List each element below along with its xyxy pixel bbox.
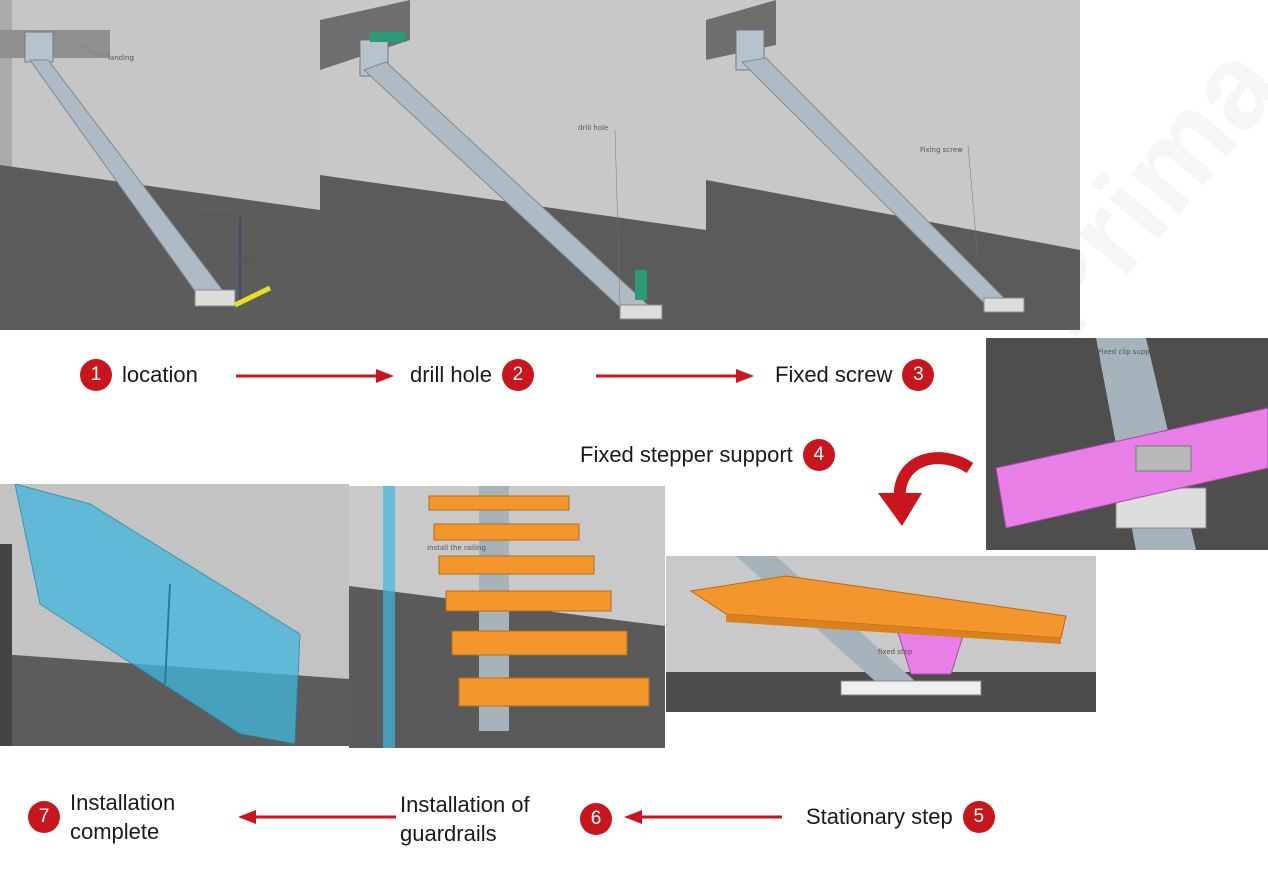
step-label: Stationary step <box>806 804 953 829</box>
annotation-landing: landing <box>108 54 134 62</box>
panel-stepper-support: Fixed clip support <box>986 338 1268 550</box>
arrow-right-icon <box>236 369 394 383</box>
panel-location: landing positioning 510mm <box>0 0 320 330</box>
annotation-install-railing: Install the railing <box>427 544 486 552</box>
drill-icon <box>370 32 406 42</box>
step-number: 3 <box>902 359 935 391</box>
panel-stationary-step: fixed step <box>666 556 1096 712</box>
step-number: 7 <box>28 801 60 833</box>
step-1: 1 location <box>80 359 198 391</box>
step-label: drill hole <box>410 362 492 387</box>
step-number: 4 <box>802 439 835 471</box>
panel-drill-hole: drill hole <box>320 0 706 330</box>
step-2: drill hole 2 <box>410 359 534 391</box>
step-4: Fixed stepper support 4 <box>580 439 835 471</box>
step-label: Installation complete <box>70 790 176 844</box>
step-number: 1 <box>80 359 112 391</box>
step-label: location <box>122 362 198 387</box>
annotation-drill-hole: drill hole <box>578 124 608 132</box>
step-number: 2 <box>501 359 534 391</box>
step-label: Installation of guardrails <box>400 792 530 846</box>
curved-arrow-icon <box>878 452 974 526</box>
annotation-dimension: 510mm <box>235 256 262 264</box>
step-label: Fixed stepper support <box>580 442 793 467</box>
arrow-left-icon <box>238 810 396 824</box>
annotation-fixing-screw: Fixing screw <box>920 146 963 154</box>
step-7: 7 Installation complete <box>28 788 210 846</box>
step-number: 6 <box>580 803 612 835</box>
step-label: Fixed screw <box>775 362 893 387</box>
drill-icon <box>635 270 647 300</box>
panel-installation-complete <box>0 484 349 746</box>
arrow-right-icon <box>596 369 754 383</box>
panel-fixed-screw: Fixing screw <box>706 0 1080 330</box>
arrow-left-icon <box>624 810 782 824</box>
step-6: Installation of guardrails 6 <box>400 790 612 848</box>
annotation-positioning: positioning <box>198 212 237 220</box>
annotation-fixed-clip-support: Fixed clip support <box>1098 348 1160 356</box>
annotation-fixed-step: fixed step <box>878 648 913 656</box>
step-5: Stationary step 5 <box>806 801 995 833</box>
step-number: 5 <box>962 801 995 833</box>
step-3: Fixed screw 3 <box>775 359 935 391</box>
panel-guardrails: Install the railing <box>349 486 665 748</box>
